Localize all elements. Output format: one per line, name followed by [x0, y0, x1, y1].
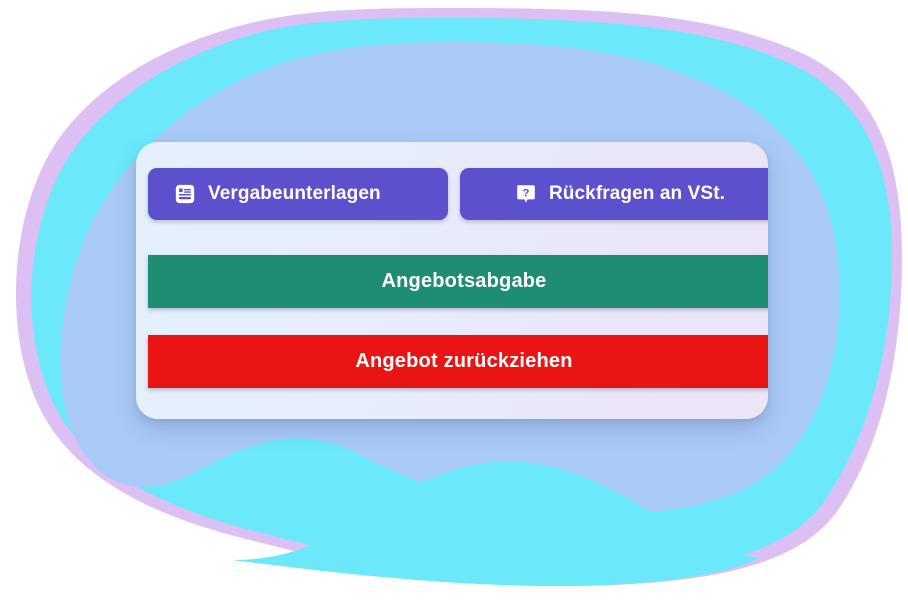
vergabeunterlagen-button[interactable]: Vergabeunterlagen — [148, 168, 448, 220]
cyan-wave-accent — [232, 461, 760, 586]
top-button-row: Vergabeunterlagen ? Rückfragen an VSt. — [148, 168, 768, 220]
svg-text:?: ? — [522, 187, 529, 199]
question-tooltip-icon: ? — [517, 185, 535, 203]
angebotsabgabe-button[interactable]: Angebotsabgabe — [148, 255, 768, 308]
rueckfragen-button[interactable]: ? Rückfragen an VSt. — [460, 168, 768, 220]
angebot-zurueckziehen-label: Angebot zurückziehen — [355, 350, 573, 372]
rueckfragen-label: Rückfragen an VSt. — [548, 183, 725, 204]
document-lines-icon — [175, 184, 195, 204]
angebotsabgabe-label: Angebotsabgabe — [381, 270, 547, 292]
action-card: Vergabeunterlagen ? Rückfragen an VSt. A… — [136, 142, 768, 419]
vergabeunterlagen-label: Vergabeunterlagen — [208, 183, 381, 204]
angebot-zurueckziehen-button[interactable]: Angebot zurückziehen — [148, 335, 768, 388]
